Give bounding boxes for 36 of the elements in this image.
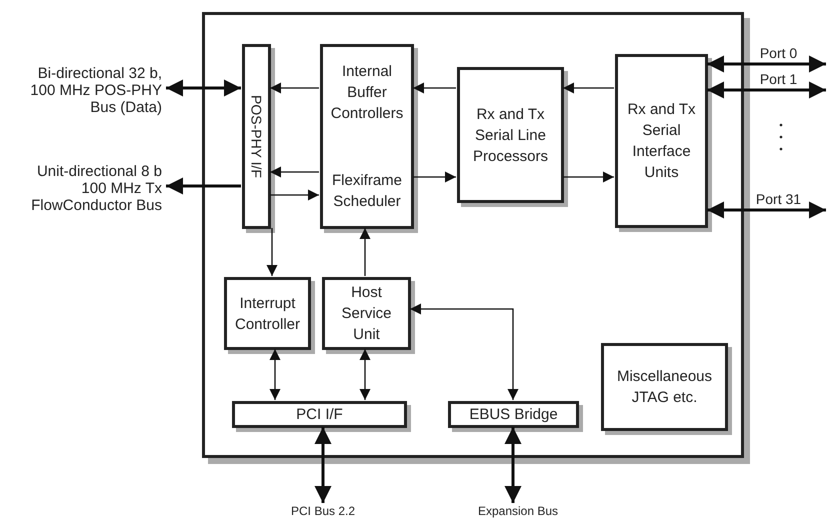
bus-label: Expansion Bus (476, 503, 560, 520)
arrow (707, 56, 826, 72)
block-label: Flexiframe Scheduler (330, 171, 403, 212)
block-label: Miscellaneous JTAG etc. (616, 367, 714, 408)
arrow (360, 228, 370, 276)
edge-label: Port 0 (760, 45, 798, 61)
arrow (166, 80, 241, 96)
block-label: PCI I/F (295, 405, 344, 425)
block-label: EBUS Bridge (468, 405, 559, 425)
arrow (270, 166, 319, 178)
arrow (707, 82, 826, 98)
arrow (266, 228, 278, 276)
bus-label: Unit-directional 8 b 100 MHz Tx FlowConductor Bus (30, 162, 163, 214)
bus-label: Bi-directional 32 b, 100 MHz POS-PHY Bus (Data) (29, 64, 163, 116)
block-label: Host Service Unit (340, 283, 393, 345)
arrow (707, 202, 826, 218)
block-label: Internal Buffer Controllers (330, 62, 404, 124)
block-label: POS-PHY I/F (248, 95, 264, 178)
arrow (166, 178, 241, 194)
edge-label: Port 31 (756, 191, 802, 207)
arrow (270, 190, 319, 200)
edge-label: Port 1 (760, 71, 798, 87)
bus-label: PCI Bus 2.2 (290, 503, 356, 520)
arrow (563, 82, 614, 94)
arrow (270, 82, 319, 94)
arrow (563, 172, 614, 182)
arrow (413, 82, 456, 94)
block-label: Rx and Tx Serial Line Processors (472, 104, 550, 166)
block-label: Rx and Tx Serial Interface Units (626, 100, 697, 183)
arrow (270, 349, 280, 400)
arrow (360, 349, 370, 400)
arrow (504, 427, 522, 503)
block-label: Interrupt Controller (234, 294, 302, 334)
arrow (410, 304, 518, 400)
arrow (314, 427, 332, 503)
arrow (413, 172, 456, 182)
